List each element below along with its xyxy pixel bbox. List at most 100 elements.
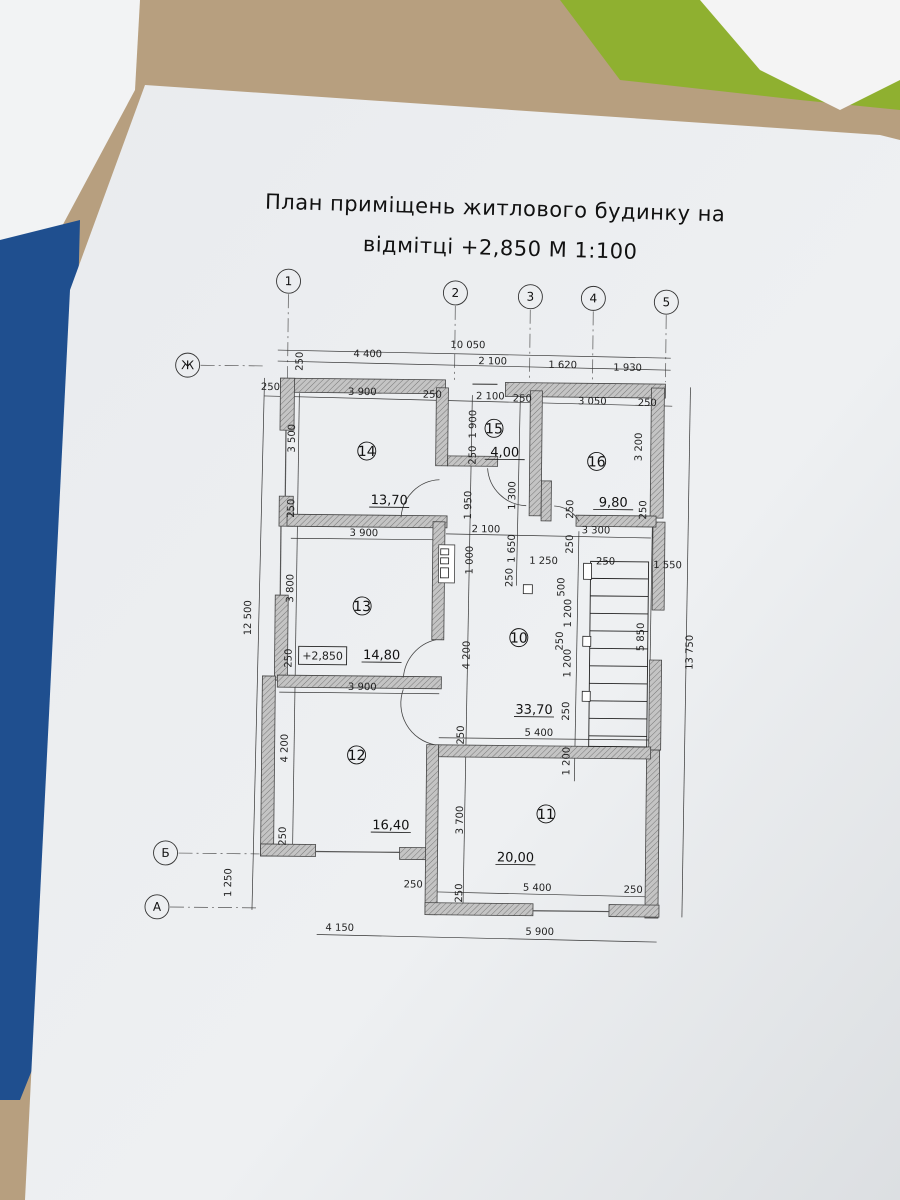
dimension-label: 1 930 [613,363,642,374]
dimension-label: 1 620 [548,360,577,371]
axis-marker-circle [153,840,178,866]
room-number: 11 [537,807,555,823]
axis-marker-circle [517,284,543,310]
room-number: 15 [485,421,503,437]
dimension-label: 3 300 [582,525,611,536]
room-number-circle [484,418,504,438]
dimension-label: 4 200 [461,641,472,670]
white-sheet-top-left [0,0,140,260]
axis-lines [169,294,667,909]
axis-marker-circle [175,352,201,378]
white-sheet-top-right [700,0,900,110]
axis-marker-circle [144,894,170,920]
room-number: 10 [510,631,528,647]
axis-label-row: А [153,900,162,914]
dimension-label: 1 250 [529,556,558,567]
room-area: 33,70 [515,703,552,718]
dimension-label: 250 [638,398,657,409]
stair-tread [589,700,648,702]
dimension-label: 3 500 [287,424,298,453]
dimension-label: 1 200 [561,747,572,776]
room-area: 13,70 [371,493,408,508]
room-number-circle [347,745,367,765]
axis-label-2: 2 [452,286,460,300]
level-mark-box [298,645,348,666]
room-area: 4,00 [490,445,519,460]
dimension-label: 1 950 [463,491,474,520]
dimension-label: 10 050 [450,340,485,351]
dimension-label: 1 250 [223,868,234,897]
dimension-label: 5 850 [636,623,647,652]
dimension-label: 250 [456,725,467,744]
dimension-label: 3 050 [578,396,607,407]
dimension-label: 4 400 [353,349,382,360]
dimension-label: 1 200 [562,649,573,678]
room-number: 13 [353,599,371,615]
dimension-label: 250 [283,649,294,668]
dimension-label: 12 500 [243,600,254,635]
dimension-label: 250 [278,827,289,846]
dimension-label: 250 [423,390,442,401]
dimension-label: 5 400 [524,728,553,739]
dimension-label: 3 800 [285,574,296,603]
axis-marker-circle [276,268,301,294]
stair-tread [589,665,648,667]
room-number-circle [509,628,529,648]
axis-label-5: 5 [662,295,670,309]
dimension-label: 250 [468,446,479,465]
walls [260,377,666,919]
level-mark: +2,850 [302,649,343,662]
dimension-label: 13 750 [684,635,695,670]
dimension-label: 250 [596,556,615,567]
dimension-label: 1 300 [507,481,518,510]
axis-marker-circle [653,289,679,315]
dimension-label: 250 [286,499,297,518]
dimension-label: 250 [638,500,649,519]
dimension-label: 250 [454,883,465,902]
axis-label-row: Б [161,846,169,860]
dimension-label: 3 900 [348,387,377,398]
stair-tread [588,735,647,737]
stair-tread [590,577,649,580]
stair-tread [590,612,649,615]
dimension-label: 1 650 [507,534,518,563]
dimension-label: 2 100 [472,524,501,535]
dimension-label: 3 200 [634,432,645,461]
room-area: 20,00 [497,850,534,865]
dimension-label: 1 200 [563,599,574,628]
axis-marker-circle [580,285,606,311]
dimension-label: 3 900 [350,528,379,539]
dimension-label: 2 100 [478,356,507,367]
room-number-circle [536,804,556,824]
room-number-circle [352,596,372,616]
dimension-label: 250 [555,631,566,650]
room-number: 12 [348,748,366,764]
dimension-label: 2 100 [476,391,505,402]
axis-label-4: 4 [589,291,597,305]
staircase [588,560,650,748]
stair-tread [590,595,649,597]
dimension-label: 500 [556,577,567,596]
dimension-label: 1 900 [468,410,479,439]
room-area: 14,80 [363,648,400,663]
dimension-label: 250 [565,535,576,554]
room-number: 14 [358,444,376,460]
dimension-label: 3 900 [348,682,377,693]
dimension-label: 5 400 [523,883,552,894]
axis-label-1: 1 [285,274,293,288]
dimension-label: 250 [504,568,515,587]
axis-label-row: Ж [181,358,194,372]
dimension-label: 250 [295,352,306,371]
axis-marker-circle [442,280,468,306]
room-number-circle [587,451,607,471]
room-number: 16 [588,454,606,470]
room-area: 16,40 [372,818,409,833]
dimension-label: 250 [404,879,423,890]
door-swings [400,468,580,746]
dimension-label: 250 [565,500,576,519]
windows [279,383,609,913]
dimension-label: 1 000 [464,546,475,575]
dimension-label: 3 700 [455,806,466,835]
